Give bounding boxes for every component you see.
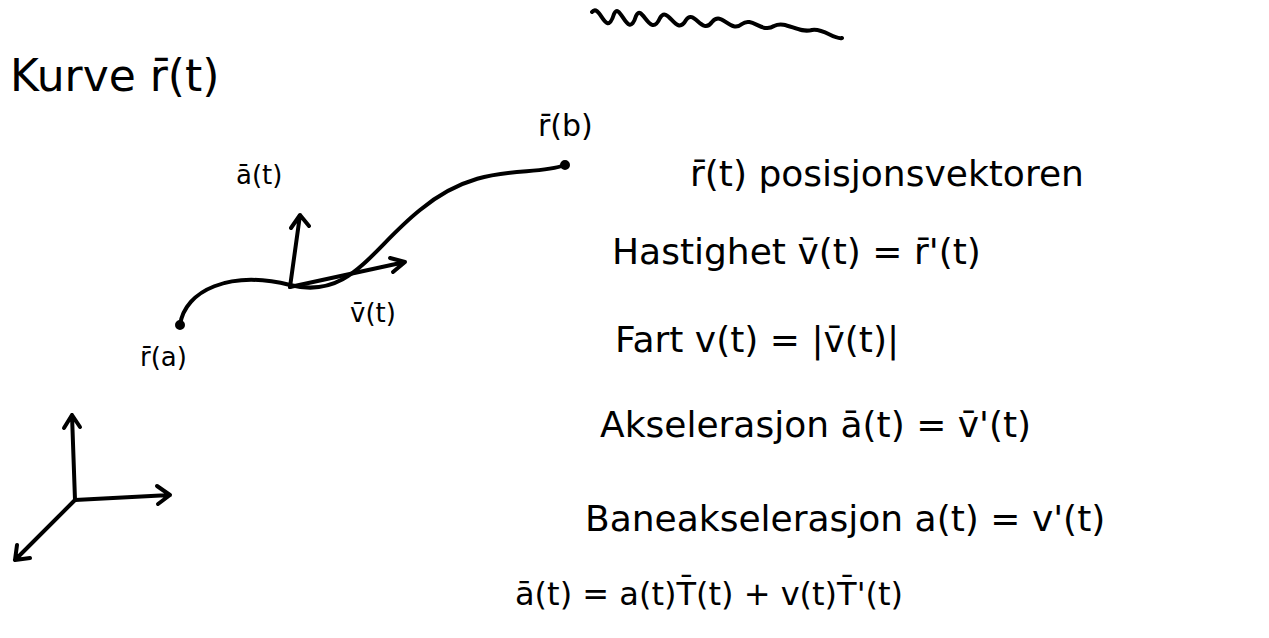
start-point — [177, 322, 183, 328]
note-line: r̄(t) posisjonsvektoren — [690, 152, 1084, 195]
axis-x — [15, 500, 75, 560]
note-line: ā(t) = a(t)T̄(t) + v(t)T̄'(t) — [515, 575, 903, 613]
point-label: r̄(b) — [538, 108, 593, 144]
point-label: r̄(a) — [140, 342, 187, 373]
note-line: Hastighet v̄(t) = r̄'(t) — [612, 230, 981, 273]
note-line: Baneakselerasjon a(t) = v'(t) — [585, 497, 1105, 540]
velocity-arrow — [290, 258, 405, 287]
note-line: Akselerasjon ā(t) = v̄'(t) — [600, 403, 1031, 446]
vector-label: v̄(t) — [350, 298, 396, 329]
note-line: Fart v(t) = |v̄(t)| — [615, 318, 899, 361]
end-point — [562, 162, 568, 168]
acceleration-arrow — [290, 215, 309, 287]
axis-y — [75, 486, 170, 504]
axis-z — [64, 415, 80, 500]
heading: Kurve r̄(t) — [10, 50, 219, 103]
vector-label: ā(t) — [236, 160, 282, 191]
scribble — [592, 10, 842, 38]
